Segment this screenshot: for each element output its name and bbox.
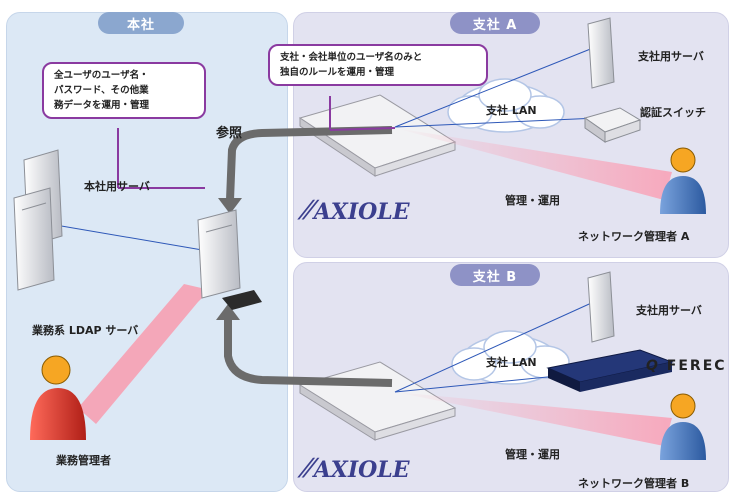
branch-b-axiole-logo: ⁄⁄AXIOLE <box>304 454 410 484</box>
branch-a-axiole-logo: ⁄⁄AXIOLE <box>304 196 410 226</box>
hq-admin-person <box>30 355 86 440</box>
branch-a-callout: 支社・会社単位のユーザ名のみと 独自のルールを運用・管理 <box>268 44 488 86</box>
network-admin-b-person <box>660 393 706 460</box>
branch-b-server-label: 支社用サーバ <box>636 304 702 317</box>
ferec-device <box>546 349 674 392</box>
branch-a-lan-label: 支社 LAN <box>486 104 537 117</box>
hq-callout: 全ユーザのユーザ名・ パスワード、その他業 務データを運用・管理 <box>42 62 206 119</box>
branch-a-lan-cloud <box>447 78 565 133</box>
branch-a-manage-label: 管理・運用 <box>505 194 560 207</box>
branch-b-lan-label: 支社 LAN <box>486 356 537 369</box>
hq-callout-line: パスワード、その他業 <box>54 85 149 96</box>
branch-b-manage-label: 管理・運用 <box>505 448 560 461</box>
hq-callout-line: 務データを運用・管理 <box>54 100 150 111</box>
branch-b-lan-cloud <box>451 330 570 385</box>
branch-a-auth-switch <box>583 107 642 143</box>
hq-admin-label: 業務管理者 <box>56 454 111 467</box>
branch-b-switch-device <box>298 361 457 441</box>
hq-admin-arrow <box>78 284 210 424</box>
branch-b-tab: 支社 B <box>450 264 540 286</box>
hq-callout-line: 全ユーザのユーザ名・ <box>54 70 149 81</box>
branch-b-manage-arrow <box>395 392 672 446</box>
reference-label: 参照 <box>216 126 243 141</box>
branch-a-manage-arrow <box>395 128 672 200</box>
headquarters-tab: 本社 <box>98 12 184 34</box>
branch-b-server <box>587 271 615 343</box>
ldap-server-label: 業務系 LDAP サーバ <box>32 324 139 337</box>
axiole-logo-text: AXIOLE <box>313 199 410 225</box>
ferec-q-icon: Q <box>646 358 660 374</box>
hq-server-front <box>13 187 55 291</box>
ldap-server <box>197 209 262 310</box>
ferec-logo: Q FEREC <box>646 358 727 374</box>
branch-a-server-label: 支社用サーバ <box>638 50 704 63</box>
branch-a-server <box>587 17 615 89</box>
branch-a-tab: 支社 A <box>450 12 540 34</box>
axiole-mark-icon: ⁄⁄ <box>304 196 313 226</box>
axiole-mark-icon: ⁄⁄ <box>304 454 313 484</box>
reference-arrows <box>224 126 393 387</box>
branch-a-callout-line: 支社・会社単位のユーザ名のみと <box>280 52 423 63</box>
network-admin-a-label: ネットワーク管理者 A <box>578 230 690 243</box>
branch-a-callout-line: 独自のルールを運用・管理 <box>280 67 395 78</box>
network-admin-b-label: ネットワーク管理者 B <box>578 477 690 490</box>
auth-switch-label: 認証スイッチ <box>640 106 706 119</box>
ferec-logo-text: FEREC <box>666 358 727 374</box>
axiole-logo-text: AXIOLE <box>313 457 410 483</box>
network-admin-a-person <box>660 147 706 214</box>
hq-server-label: 本社用サーバ <box>84 180 150 193</box>
